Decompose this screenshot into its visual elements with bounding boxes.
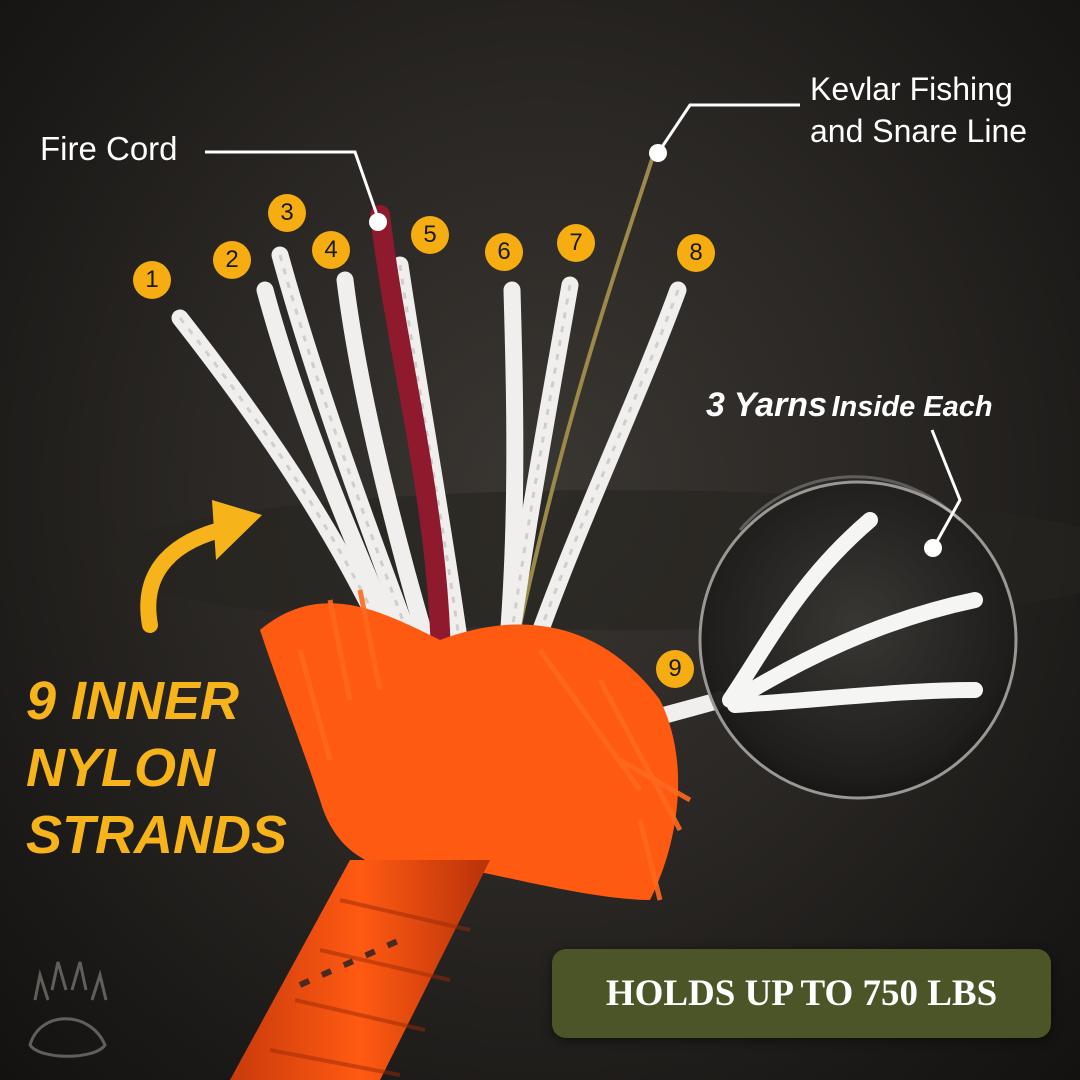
- strand-badge-3: 3: [268, 194, 306, 232]
- yarns-label: 3 Yarns Inside Each: [706, 386, 993, 425]
- strand-badge-5: 5: [411, 216, 449, 254]
- strand-badge-7: 7: [557, 224, 595, 262]
- fire-cord-dot: [369, 213, 387, 231]
- strand-badge-1: 1: [133, 261, 171, 299]
- strand-badge-4: 4: [312, 231, 350, 269]
- strand-badge-9: 9: [656, 650, 694, 688]
- paracord-tracer: [298, 937, 402, 988]
- kevlar-line: [498, 149, 657, 721]
- strength-badge: HOLDS UP TO 750 LBS: [552, 949, 1051, 1038]
- paracord-body: [230, 860, 490, 1080]
- magnifier-circle-icon: [698, 475, 1018, 800]
- yarns-dot: [924, 539, 942, 557]
- fire-cord-label: Fire Cord: [40, 130, 178, 167]
- curved-arrow-icon: [140, 500, 262, 633]
- yarns-count-text: 3 Yarns: [706, 386, 827, 424]
- bear-paw-logo-icon: [28, 961, 108, 1058]
- headline-line-2: NYLON: [26, 738, 215, 798]
- headline-line-3: STRANDS: [26, 805, 288, 865]
- kevlar-label-line-2: and Snare Line: [810, 113, 1028, 149]
- yarn-strands: [722, 512, 983, 713]
- kevlar-label: Kevlar Fishing and Snare Line: [810, 68, 1070, 152]
- kevlar-dot: [649, 144, 667, 162]
- headline-text: 9 INNER NYLON STRANDS: [26, 668, 287, 869]
- strand-badge-8: 8: [677, 234, 715, 272]
- callout-lines: [205, 103, 962, 546]
- kevlar-label-line-1: Kevlar Fishing: [810, 71, 1013, 107]
- strand-badge-6: 6: [485, 233, 523, 271]
- headline-line-1: 9 INNER: [26, 671, 240, 731]
- strand-badge-2: 2: [213, 241, 251, 279]
- yarns-inside-text: Inside Each: [831, 391, 993, 423]
- frayed-sheath: [260, 589, 692, 901]
